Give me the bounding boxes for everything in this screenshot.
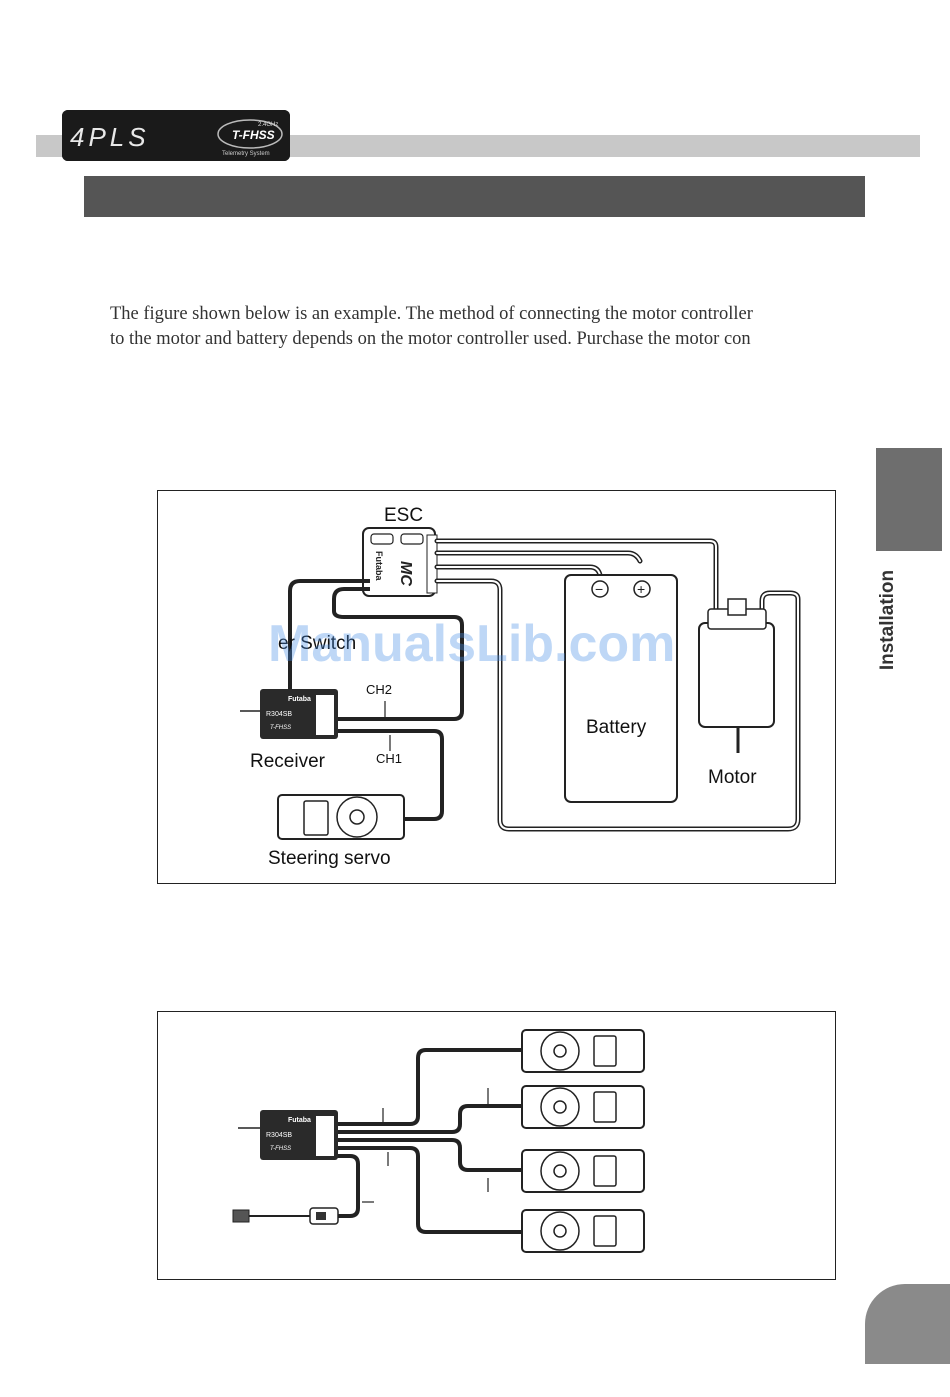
ch1-label: CH1 xyxy=(376,751,402,766)
battery-minus: − xyxy=(595,581,603,597)
servo-4 xyxy=(521,1209,645,1253)
intro-line-1: The figure shown below is an example. Th… xyxy=(110,304,753,324)
watermark: ManualsLib.com xyxy=(268,615,676,673)
battery-positive-icon xyxy=(633,580,651,598)
product-logo: 4PLS 2.4GHz T-FHSS Telemetry System xyxy=(62,110,290,161)
motor-label: Motor xyxy=(708,767,757,788)
servo-2 xyxy=(521,1085,645,1129)
logo-text: 4PLS xyxy=(70,122,150,152)
steering-servo xyxy=(277,794,405,840)
esc-label: ESC xyxy=(384,505,423,526)
ch2-label: CH2 xyxy=(366,682,392,697)
receiver-2-badge: T-FHSS xyxy=(270,1146,291,1152)
switch-label: er Switch xyxy=(278,633,356,654)
side-tab: Installation xyxy=(866,560,910,680)
logo-badge-band: 2.4GHz xyxy=(258,122,278,128)
battery-negative-icon xyxy=(591,580,609,598)
servo-wires xyxy=(322,1048,522,1234)
figure-servo-connections: Futaba R304SB T-FHSS xyxy=(157,1011,836,1280)
servo-3 xyxy=(521,1149,645,1193)
esc-brand: Futaba xyxy=(374,551,384,581)
battery-label: Battery xyxy=(586,717,647,738)
receiver-model: R304SB xyxy=(266,711,292,718)
receiver: Futaba R304SB T-FHSS xyxy=(240,689,338,739)
servo-label: Steering servo xyxy=(268,848,391,869)
receiver-2-brand: Futaba xyxy=(288,1117,311,1124)
servo-1 xyxy=(521,1029,645,1073)
side-tab-label: Installation xyxy=(877,569,898,671)
logo-subtitle: Telemetry System xyxy=(222,151,270,157)
section-title-bar xyxy=(84,176,865,217)
esc-mark: MC xyxy=(397,561,414,586)
power-switch xyxy=(232,1207,339,1225)
side-tab-block xyxy=(876,448,942,551)
receiver-2-model: R304SB xyxy=(266,1132,292,1139)
intro-paragraph: The figure shown below is an example. Th… xyxy=(110,302,850,352)
battery: − + Battery xyxy=(564,574,678,803)
figure-esc-wiring: Futaba MC ESC − + Battery xyxy=(157,490,836,884)
intro-line-2: to the motor and battery depends on the … xyxy=(110,329,751,349)
battery-plus: + xyxy=(637,581,645,597)
esc-wiring-diagram: Futaba MC ESC − + Battery xyxy=(240,505,801,869)
receiver-2: Futaba R304SB T-FHSS xyxy=(238,1110,338,1160)
motor: Motor xyxy=(698,598,775,788)
esc-unit: Futaba MC xyxy=(362,527,438,597)
page-number-tab xyxy=(865,1284,950,1364)
servo-connections-diagram: Futaba R304SB T-FHSS xyxy=(232,1029,645,1253)
logo-badge: T-FHSS xyxy=(232,128,275,142)
switch-wire xyxy=(288,579,464,821)
receiver-badge: T-FHSS xyxy=(270,725,291,731)
receiver-label: Receiver xyxy=(250,751,326,772)
receiver-brand: Futaba xyxy=(288,696,311,703)
